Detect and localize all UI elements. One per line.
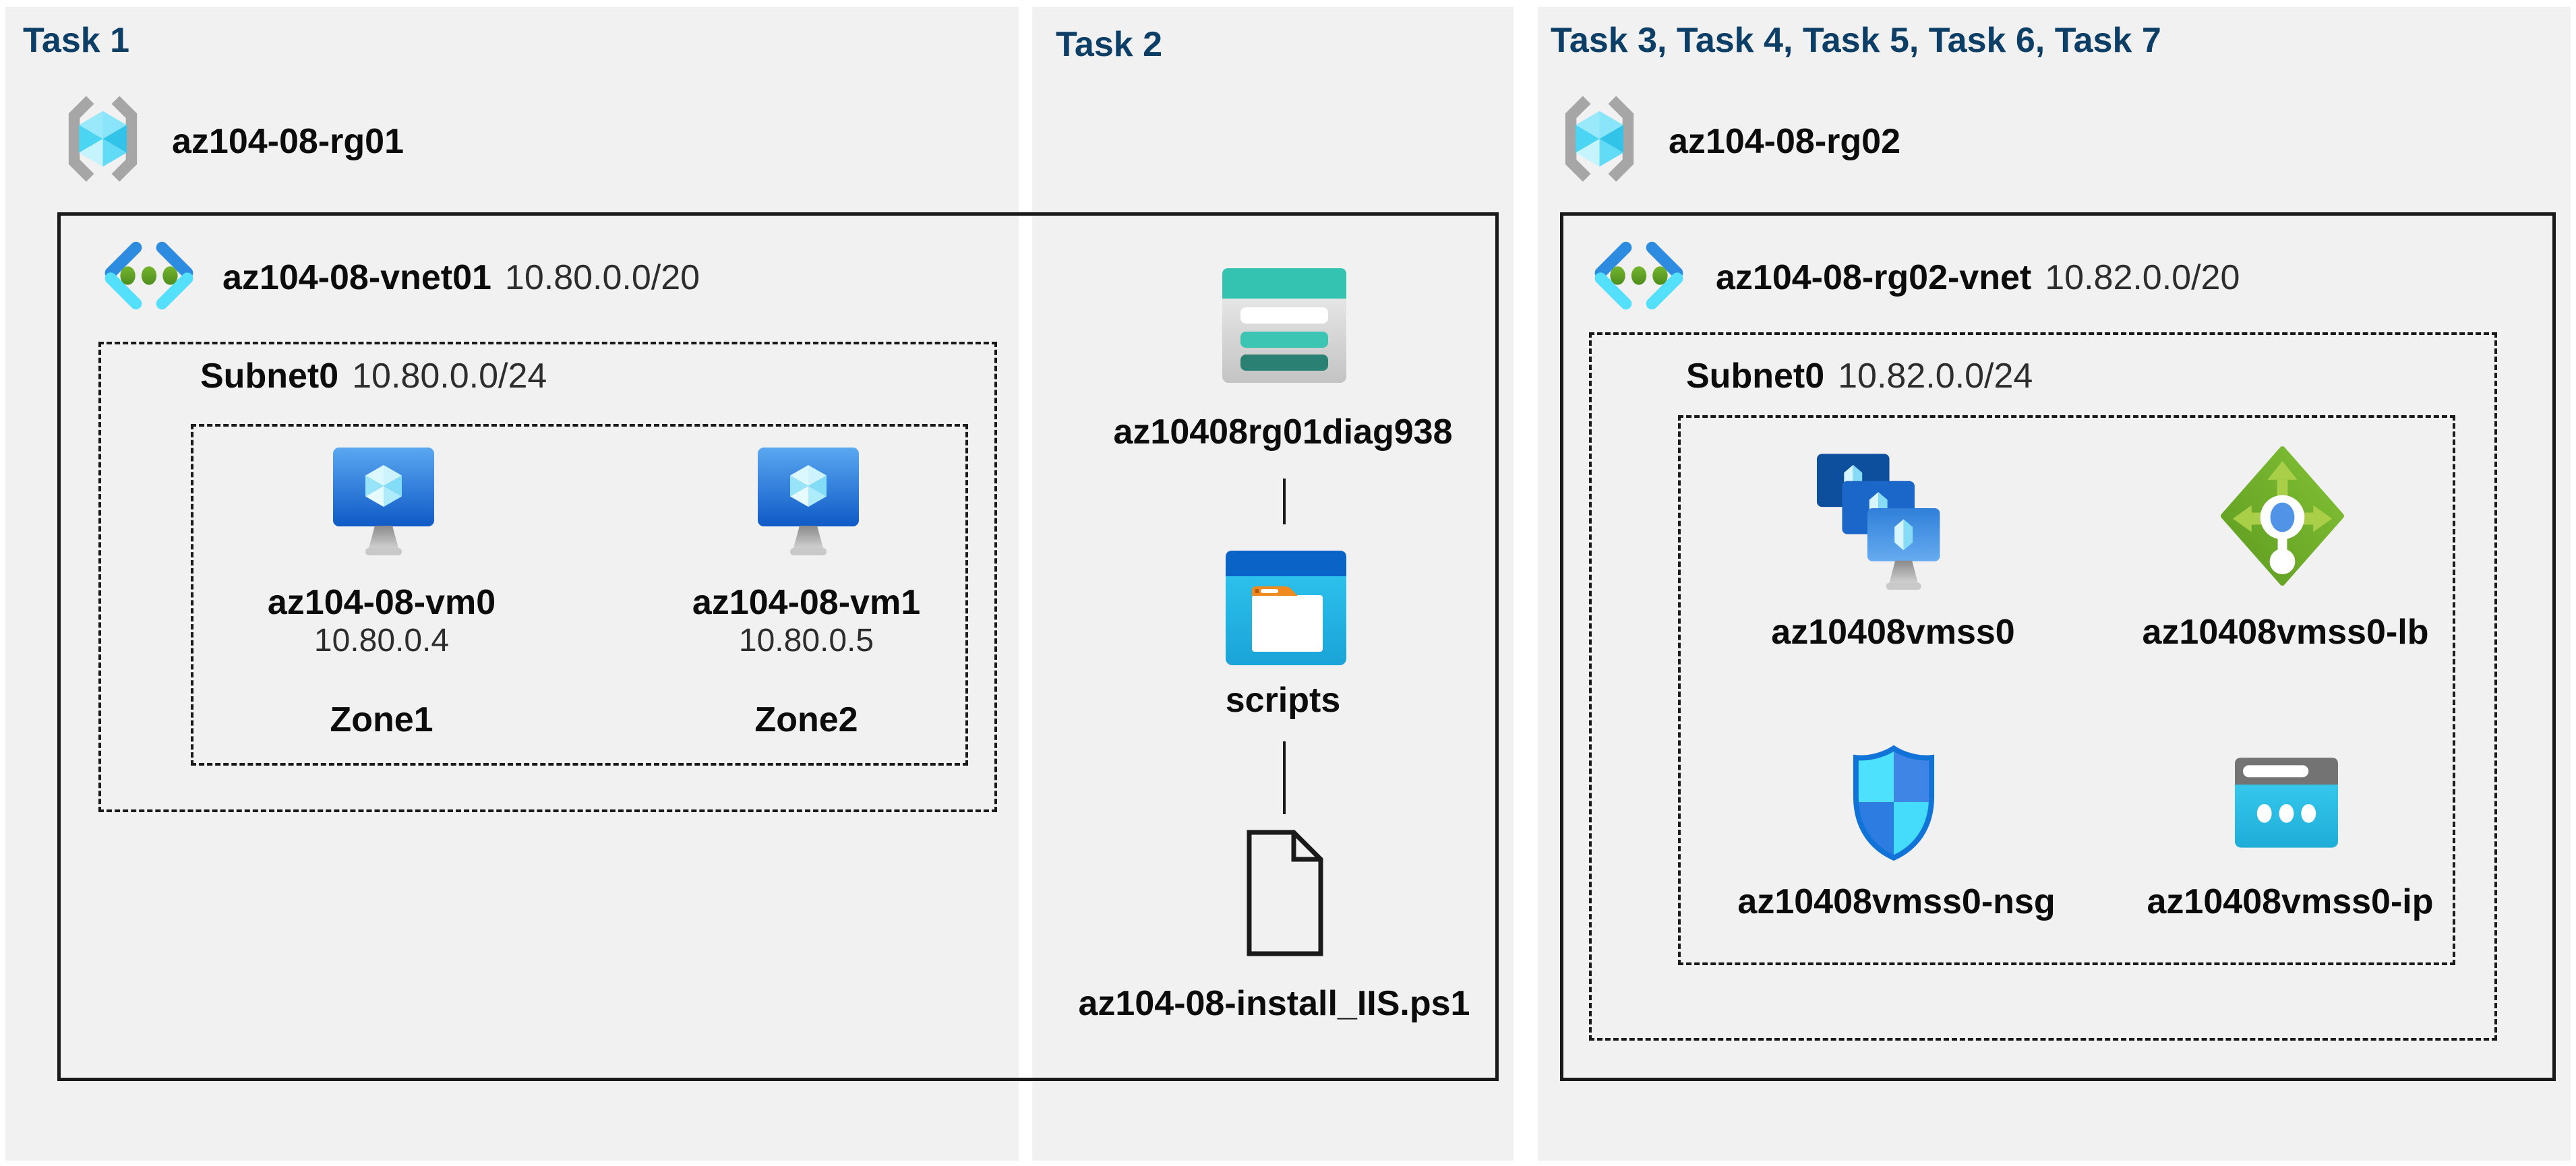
nsg-label: az10408vmss0-nsg	[1737, 882, 2056, 921]
public-ip-label: az10408vmss0-ip	[2147, 882, 2434, 921]
subnet0-rg02-label: Subnet0 10.82.0.0/24	[1686, 355, 2033, 398]
rg02-name: az104-08-rg02	[1669, 122, 1900, 161]
subnet0-box-rg02	[1589, 332, 2497, 1041]
script-file-label: az104-08-install_IIS.ps1	[1078, 984, 1470, 1023]
rg02-label: az104-08-rg02	[1669, 120, 1900, 163]
task3-7-title: Task 3, Task 4, Task 5, Task 6, Task 7	[1551, 21, 2161, 60]
rg02-vnet-name: az104-08-rg02-vnet	[1716, 258, 2032, 297]
subnet0-rg01-label: Subnet0 10.80.0.0/24	[200, 355, 547, 398]
vm-zone-box	[191, 424, 968, 766]
task1-title: Task 1	[23, 21, 130, 60]
subnet0-rg01-name: Subnet0	[200, 357, 339, 396]
load-balancer-icon	[2221, 446, 2344, 586]
virtual-network-icon	[1591, 240, 1687, 315]
virtual-network-icon	[101, 240, 197, 315]
vm1-name: az104-08-vm1	[692, 583, 921, 622]
rg01-label: az104-08-rg01	[172, 120, 404, 163]
virtual-machine-icon	[333, 448, 434, 557]
public-ip-icon	[2235, 758, 2338, 848]
storage-account-icon	[1222, 268, 1346, 383]
task2-title: Task 2	[1056, 25, 1163, 64]
connector-storage-scripts	[1283, 479, 1286, 524]
task3-7-panel	[1538, 7, 2571, 1161]
vnet01-cidr: 10.80.0.0/20	[504, 258, 700, 297]
task1-panel	[5, 7, 1019, 1161]
resource-group-icon	[1557, 94, 1642, 183]
connector-scripts-file	[1283, 741, 1286, 814]
load-balancer-label: az10408vmss0-lb	[2142, 613, 2429, 652]
subnet0-box-rg01	[98, 342, 997, 812]
blob-container-icon	[1226, 551, 1346, 665]
vm-scale-set-icon	[1817, 453, 1946, 597]
subnet0-rg02-cidr: 10.82.0.0/24	[1838, 357, 2033, 396]
vnet01-name: az104-08-vnet01	[222, 258, 491, 297]
subnet0-rg02-name: Subnet0	[1686, 357, 1825, 396]
scripts-container-label: scripts	[1225, 681, 1341, 720]
vm0-zone: Zone1	[330, 700, 433, 739]
vnet01-label: az104-08-vnet01 10.80.0.0/20	[222, 256, 700, 299]
vmss-resources-box	[1678, 415, 2455, 965]
virtual-machine-icon	[758, 448, 859, 557]
subnet0-rg01-cidr: 10.80.0.0/24	[352, 357, 547, 396]
vm1-zone: Zone2	[754, 700, 858, 739]
network-security-group-icon	[1851, 745, 1937, 861]
resource-group-icon	[61, 94, 145, 183]
vmss-label: az10408vmss0	[1771, 613, 2015, 652]
vnet01-box	[57, 212, 1499, 1081]
rg02-vnet-box	[1560, 212, 2556, 1081]
rg01-name: az104-08-rg01	[172, 122, 404, 161]
vm0-ip: 10.80.0.4	[313, 623, 450, 658]
vm1-ip: 10.80.0.5	[738, 623, 874, 658]
vm0-name: az104-08-vm0	[267, 583, 496, 622]
rg02-vnet-label: az104-08-rg02-vnet 10.82.0.0/20	[1716, 256, 2240, 299]
storage-account-label: az10408rg01diag938	[1113, 412, 1453, 452]
file-icon	[1244, 827, 1326, 959]
rg02-vnet-cidr: 10.82.0.0/20	[2045, 258, 2240, 297]
